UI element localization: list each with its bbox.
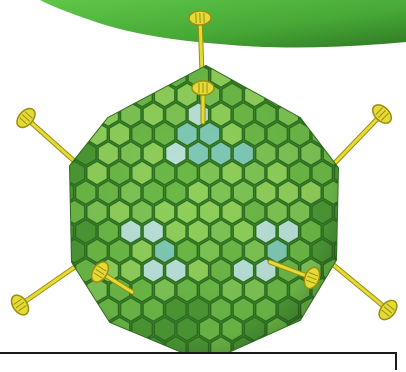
hexon-tile [154, 44, 174, 68]
hexon-tile [87, 317, 108, 341]
hexon-tile [177, 44, 197, 68]
hexon-tile [53, 298, 74, 322]
hexon-tile [87, 83, 108, 107]
hexon-tile [335, 83, 355, 107]
hexon-tile [335, 317, 355, 341]
hexon-tile [64, 122, 84, 146]
fiber-spike [13, 105, 82, 168]
hexon-tile [64, 44, 84, 68]
hexon-tile [132, 44, 153, 68]
hexon-tile [64, 278, 84, 302]
hexon-tile [312, 44, 332, 68]
hexon-tile [335, 239, 355, 263]
hexon-tile [346, 64, 366, 88]
caption-box [0, 352, 397, 370]
hexon-tile [290, 83, 310, 107]
hexon-tile [143, 64, 163, 88]
hexon-tile [53, 103, 74, 127]
hexon-tile [267, 44, 288, 68]
hexon-tile [312, 83, 332, 107]
hexon-tile [323, 64, 344, 88]
hexon-tile [244, 44, 265, 68]
hexon-tile [98, 64, 118, 88]
hexon-tile [323, 298, 344, 322]
hexon-tile [64, 83, 84, 107]
hexon-tile [53, 64, 74, 88]
hexon-tile [222, 44, 243, 68]
hexon-tile [256, 64, 276, 88]
fiber-spike [330, 262, 400, 323]
hexon-tile [312, 317, 332, 341]
hexon-tile [109, 83, 130, 107]
hexon-tile [346, 103, 366, 127]
hexon-tile [76, 298, 96, 322]
hexon-tile [121, 64, 141, 88]
hexon-tile [346, 220, 366, 244]
hexon-tile [301, 64, 322, 88]
fiber-spike [330, 101, 395, 168]
hexon-tile [346, 181, 366, 205]
hexon-tile [335, 44, 355, 68]
hexon-tile [109, 44, 130, 68]
hexon-tile [346, 298, 366, 322]
hexon-tile [323, 103, 344, 127]
hexon-tile [290, 44, 310, 68]
top-green-blob [40, 0, 406, 48]
hexon-tile [76, 64, 96, 88]
hexon-tile [87, 44, 108, 68]
fiber-spike [8, 262, 82, 318]
hexon-tile [278, 64, 298, 88]
hexon-tile [64, 317, 84, 341]
hexon-tile [76, 103, 96, 127]
